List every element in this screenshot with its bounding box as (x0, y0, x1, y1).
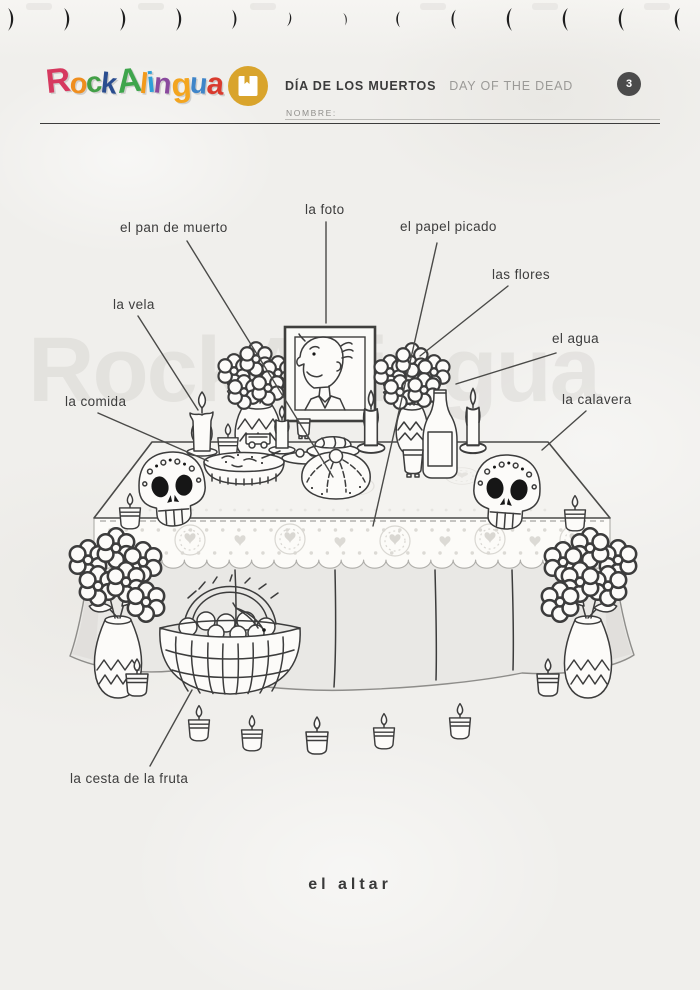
pie-dish (203, 450, 285, 486)
label-la-comida: la comida (65, 394, 127, 409)
title-spanish: DÍA DE LOS MUERTOS (285, 79, 437, 93)
spiral-hook-icons (8, 8, 680, 31)
label-la-foto: la foto (305, 202, 345, 217)
name-field-label: NOMBRE: (286, 108, 337, 118)
line-agua (455, 352, 557, 385)
line-calavera (541, 410, 587, 451)
label-la-vela: la vela (113, 297, 155, 312)
label-lines (97, 221, 587, 767)
line-flores (419, 285, 509, 357)
logo-letter: R (44, 60, 72, 102)
worksheet-titles: DÍA DE LOS MUERTOS DAY OF THE DEAD (285, 79, 573, 93)
worksheet-caption: el altar (308, 876, 392, 893)
title-english: DAY OF THE DEAD (449, 79, 574, 93)
rockalingua-logo: RockAlingua (44, 60, 231, 110)
worksheet-icon (228, 66, 268, 106)
label-la-cesta-de-la-fruta: la cesta de la fruta (70, 771, 189, 786)
header-divider (40, 123, 660, 124)
label-el-pan-de-muerto: el pan de muerto (120, 220, 228, 235)
page-glyph-icon (238, 76, 258, 96)
fruit-basket (159, 574, 301, 695)
pillar-candle-right (458, 387, 488, 455)
label-las-flores: las flores (492, 267, 551, 282)
papel-picado-lace (93, 517, 611, 569)
label-el-agua: el agua (552, 331, 600, 346)
line-cesta (149, 689, 193, 767)
spiral-binding (8, 3, 680, 31)
line-pan-de-muerto (186, 240, 334, 478)
line-papel-picado (372, 242, 438, 527)
label-la-calavera: la calavera (562, 392, 632, 407)
page-number-badge: 3 (617, 72, 641, 96)
pan-de-muerto-bread (301, 448, 371, 500)
name-field-line (285, 119, 660, 120)
label-el-papel-picado: el papel picado (400, 219, 497, 234)
line-comida (97, 412, 209, 462)
photo-frame (283, 325, 377, 423)
line-vela (137, 315, 199, 411)
portrait-of-deceased (296, 333, 354, 411)
altar-illustration (0, 221, 700, 767)
toy-car (245, 433, 271, 449)
water-bottle (422, 389, 458, 479)
logo-letter: a (205, 65, 225, 102)
drinking-glass (402, 449, 424, 478)
